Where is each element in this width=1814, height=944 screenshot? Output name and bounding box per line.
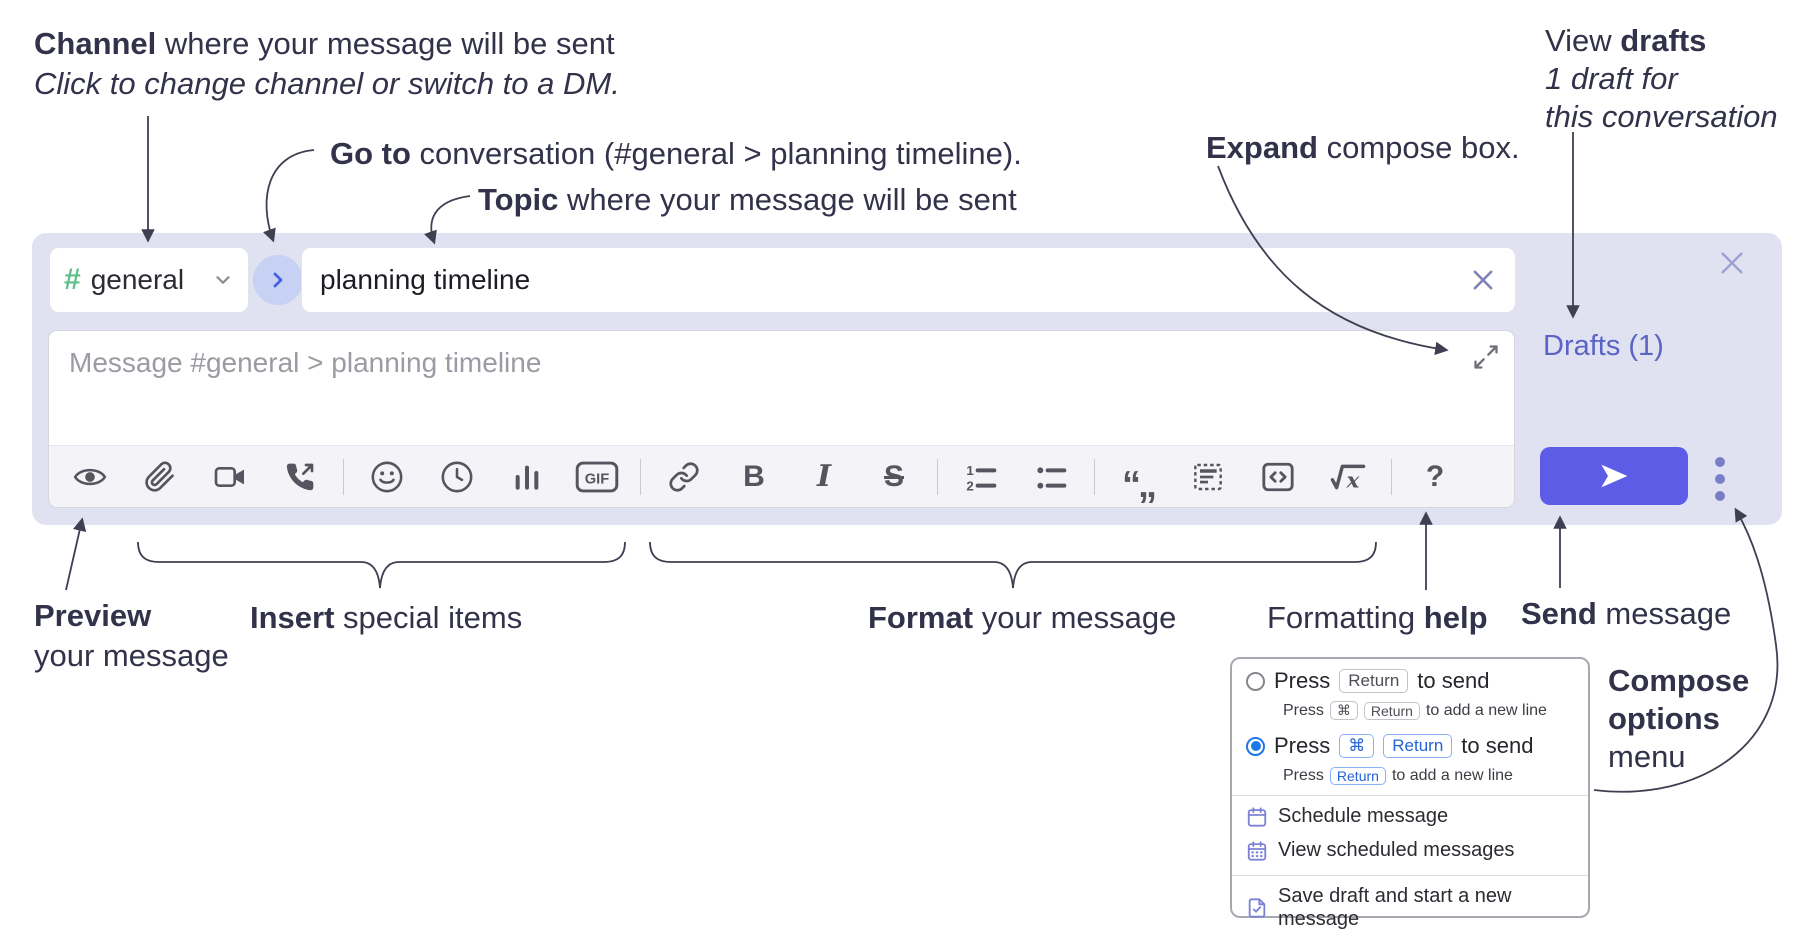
toolbar-divider xyxy=(640,458,641,495)
svg-text:1: 1 xyxy=(966,463,974,478)
audio-call-icon[interactable] xyxy=(265,450,335,504)
svg-text:GIF: GIF xyxy=(585,471,609,487)
expand-annotation: Expand compose box. xyxy=(1206,130,1520,165)
link-icon[interactable] xyxy=(649,450,719,504)
preview-eye-icon[interactable] xyxy=(55,450,125,504)
emoji-icon[interactable] xyxy=(352,450,422,504)
goto-arrow xyxy=(263,149,315,243)
save-draft-item[interactable]: Save draft and start a new message xyxy=(1246,885,1588,931)
attach-file-icon[interactable] xyxy=(125,450,195,504)
enter-sends-subtext: Press ⌘ Return to add a new line xyxy=(1283,701,1547,720)
topic-annotation: Topic where your message will be sent xyxy=(478,182,1017,217)
message-input[interactable]: Message #general > planning timeline xyxy=(48,330,1515,508)
compose-options-annotation: Compose options menu xyxy=(1608,663,1750,774)
bulleted-list-icon[interactable] xyxy=(1016,450,1086,504)
strikethrough-icon[interactable]: S xyxy=(883,459,904,493)
expand-compose-icon[interactable] xyxy=(1472,343,1500,371)
chevron-down-icon xyxy=(216,276,230,284)
toolbar-divider xyxy=(937,458,938,495)
cmd-key-chip: ⌘ xyxy=(1329,701,1358,720)
compose-options-popup: Press Return to send Press ⌘ Return to a… xyxy=(1230,657,1590,930)
view-drafts-annotation: View drafts 1 draft for this conversatio… xyxy=(1545,23,1778,134)
toolbar-divider xyxy=(1391,458,1392,495)
go-to-conversation-button[interactable] xyxy=(253,255,303,305)
goto-annotation: Go to conversation (#general > planning … xyxy=(330,136,1022,171)
clear-topic-icon[interactable] xyxy=(1469,266,1497,294)
calendar-icon xyxy=(1246,806,1268,828)
send-plane-icon xyxy=(1601,464,1628,488)
calendar-grid-icon xyxy=(1246,840,1268,862)
channel-hash-icon: # xyxy=(64,263,81,296)
popup-divider xyxy=(1232,795,1588,796)
insert-brace xyxy=(137,541,626,589)
gif-icon[interactable]: GIF xyxy=(562,450,632,504)
code-icon[interactable] xyxy=(1243,450,1313,504)
formatting-help-icon[interactable]: ? xyxy=(1425,459,1445,493)
return-key-chip: Return xyxy=(1339,669,1409,693)
return-key-chip: Return xyxy=(1383,734,1453,758)
send-button[interactable] xyxy=(1540,447,1688,505)
italic-icon[interactable]: I xyxy=(816,459,832,494)
spoiler-icon[interactable] xyxy=(1173,450,1243,504)
cmd-enter-sends-subtext: Press Return to add a new line xyxy=(1283,767,1513,785)
topic-value: planning timeline xyxy=(320,264,531,295)
channel-annotation: Channel where your message will be sent … xyxy=(34,24,620,104)
quote-icon[interactable]: “„ xyxy=(1122,463,1157,506)
svg-text:2: 2 xyxy=(966,478,973,493)
radio-unselected-icon[interactable] xyxy=(1246,671,1265,691)
radio-selected-icon[interactable] xyxy=(1246,736,1265,756)
cmd-enter-sends-option[interactable]: Press ⌘ Return to send xyxy=(1246,733,1533,759)
schedule-message-item[interactable]: Schedule message xyxy=(1246,805,1448,828)
toolbar-divider xyxy=(1094,458,1095,495)
close-compose-icon[interactable] xyxy=(1716,247,1748,279)
drafts-link[interactable]: Drafts (1) xyxy=(1543,330,1664,362)
cmd-key-chip: ⌘ xyxy=(1339,734,1375,758)
insert-annotation: Insert special items xyxy=(250,600,523,635)
channel-annotation-bold: Channel xyxy=(34,26,157,61)
channel-name: general xyxy=(90,264,185,295)
popup-divider xyxy=(1232,875,1588,876)
math-icon[interactable]: x xyxy=(1313,450,1383,504)
format-brace xyxy=(649,541,1377,589)
compose-options-menu-icon[interactable] xyxy=(1715,457,1725,501)
channel-annotation-rest: where your message will be sent xyxy=(156,26,615,61)
formatting-help-annotation: Formatting help xyxy=(1267,600,1488,635)
preview-annotation: Preview your message xyxy=(34,598,229,673)
draft-document-icon xyxy=(1246,897,1268,919)
compose-box: # general planning timeline Message #gen… xyxy=(32,233,1782,525)
video-call-icon[interactable] xyxy=(195,450,265,504)
time-mention-icon[interactable] xyxy=(422,450,492,504)
return-key-chip: Return xyxy=(1363,701,1420,720)
toolbar-divider xyxy=(343,458,344,495)
return-key-chip: Return xyxy=(1329,767,1386,785)
send-annotation: Send message xyxy=(1521,596,1732,631)
enter-sends-option[interactable]: Press Return to send xyxy=(1246,668,1489,694)
bold-icon[interactable]: B xyxy=(743,459,765,493)
channel-selector[interactable]: # general xyxy=(50,248,248,312)
format-annotation: Format your message xyxy=(868,600,1177,635)
channel-annotation-line2: Click to change channel or switch to a D… xyxy=(34,66,620,101)
topic-input[interactable]: planning timeline xyxy=(302,248,1515,312)
svg-text:x: x xyxy=(1346,468,1360,493)
message-placeholder: Message #general > planning timeline xyxy=(69,347,542,378)
view-scheduled-messages-item[interactable]: View scheduled messages xyxy=(1246,839,1514,862)
poll-icon[interactable] xyxy=(492,450,562,504)
chevron-right-icon xyxy=(273,272,283,288)
preview-arrow xyxy=(65,517,87,591)
